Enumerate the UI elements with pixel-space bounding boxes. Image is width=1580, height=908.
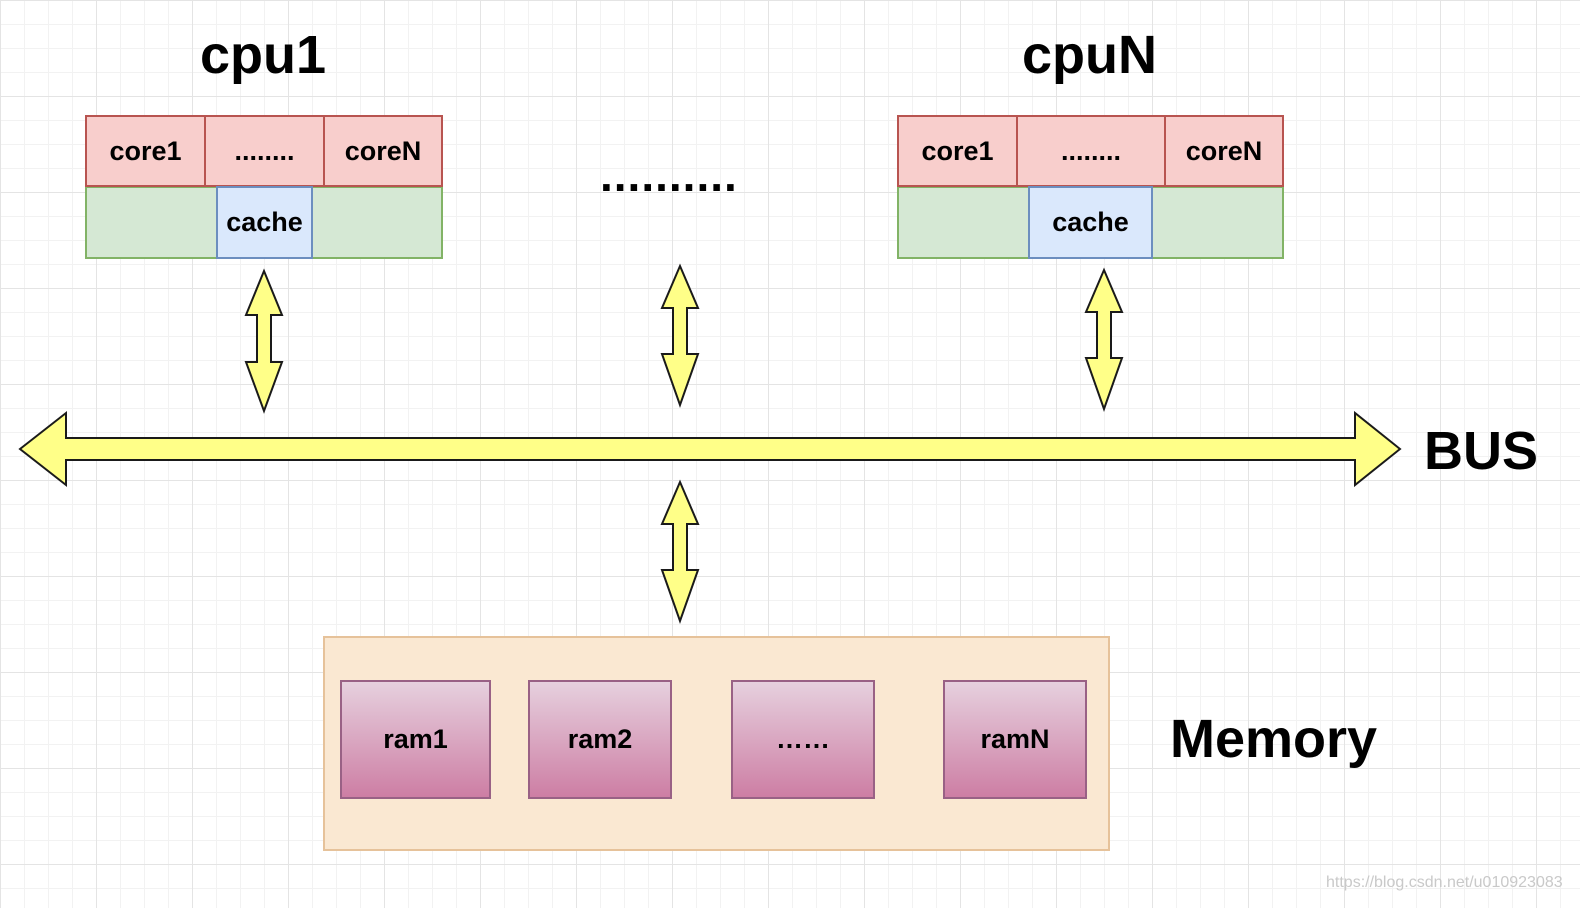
cpun-connector-arrow: [1084, 267, 1124, 413]
cpu1-cache: cache: [216, 186, 313, 259]
watermark-text: https://blog.csdn.net/u010923083: [1326, 874, 1563, 891]
bus-arrow: [18, 410, 1402, 488]
cpun-title: cpuN: [1022, 25, 1157, 85]
cpu-ellipsis: ..........: [600, 149, 738, 201]
memory-label: Memory: [1170, 709, 1378, 769]
ram2-block: ram2: [528, 680, 672, 799]
cpun-cache: cache: [1028, 186, 1153, 259]
bus-label: BUS: [1424, 421, 1539, 481]
cpu1-coren: coreN: [323, 115, 443, 187]
ram1-block: ram1: [340, 680, 491, 799]
cpun-coren: coreN: [1164, 115, 1284, 187]
cpu1-core1: core1: [85, 115, 206, 187]
cpu1-core-ellipsis: ........: [204, 115, 325, 187]
cpu1-title: cpu1: [200, 25, 327, 85]
cpu1-connector-arrow: [244, 268, 284, 414]
cpun-core-ellipsis: ........: [1016, 115, 1166, 187]
middle-cpu-connector-arrow: [660, 263, 700, 409]
memory-connector-arrow: [660, 479, 700, 625]
ramn-block: ramN: [943, 680, 1087, 799]
ram-ellipsis-block: ……: [731, 680, 875, 799]
cpun-core1: core1: [897, 115, 1018, 187]
